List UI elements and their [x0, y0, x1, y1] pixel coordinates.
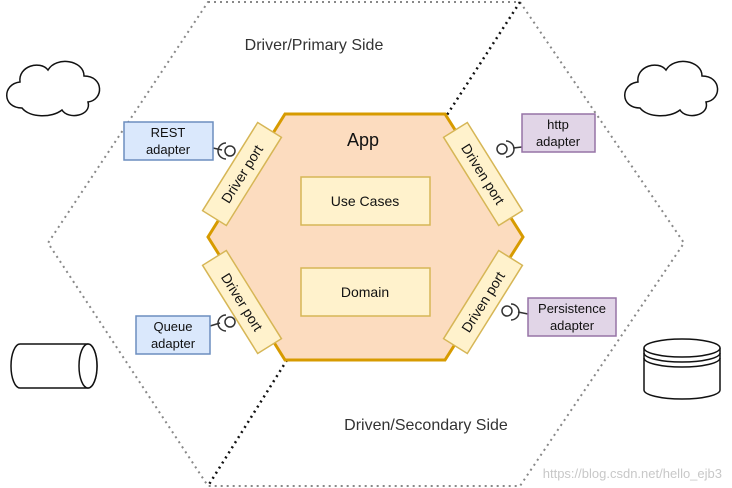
domain-label: Domain [341, 284, 389, 300]
domain-box [300, 267, 431, 317]
database-icon [643, 338, 721, 400]
queue-adapter-line1: Queue [153, 319, 192, 334]
http-adapter-box [521, 113, 596, 153]
persistence-connector-icon [501, 303, 529, 321]
driven-side-label: Driven/Secondary Side [344, 417, 508, 434]
persistence-adapter-line1: Persistence [538, 301, 606, 316]
divider-top-right [443, 1, 522, 119]
use-cases-label: Use Cases [331, 193, 399, 209]
rest-connector-icon [212, 142, 236, 160]
queue-adapter-box [135, 315, 211, 355]
http-adapter-line1: http [547, 117, 569, 132]
queue-adapter-line2: adapter [151, 336, 196, 351]
driver-port-top: Driver port [201, 121, 283, 227]
http-connector-icon [496, 140, 523, 158]
persistence-adapter-box [527, 297, 617, 337]
watermark: https://blog.csdn.net/hello_ejb3 [543, 466, 722, 481]
rest-adapter-line2: adapter [146, 142, 191, 157]
driver-side-label: Driver/Primary Side [245, 37, 384, 54]
app-hexagon [206, 112, 525, 362]
cloud-icon [624, 60, 719, 117]
rest-adapter-box [123, 121, 214, 161]
app-title: App [347, 130, 379, 150]
divider-bottom-left [206, 359, 289, 487]
queue-cylinder-icon [10, 343, 98, 389]
persistence-adapter-line2: adapter [550, 318, 595, 333]
outer-hexagon [46, 1, 686, 487]
use-cases-box [300, 176, 431, 226]
http-adapter-line2: adapter [536, 134, 581, 149]
cloud-icon [6, 60, 101, 117]
rest-adapter-line1: REST [151, 125, 186, 140]
queue-connector-icon [209, 314, 236, 332]
